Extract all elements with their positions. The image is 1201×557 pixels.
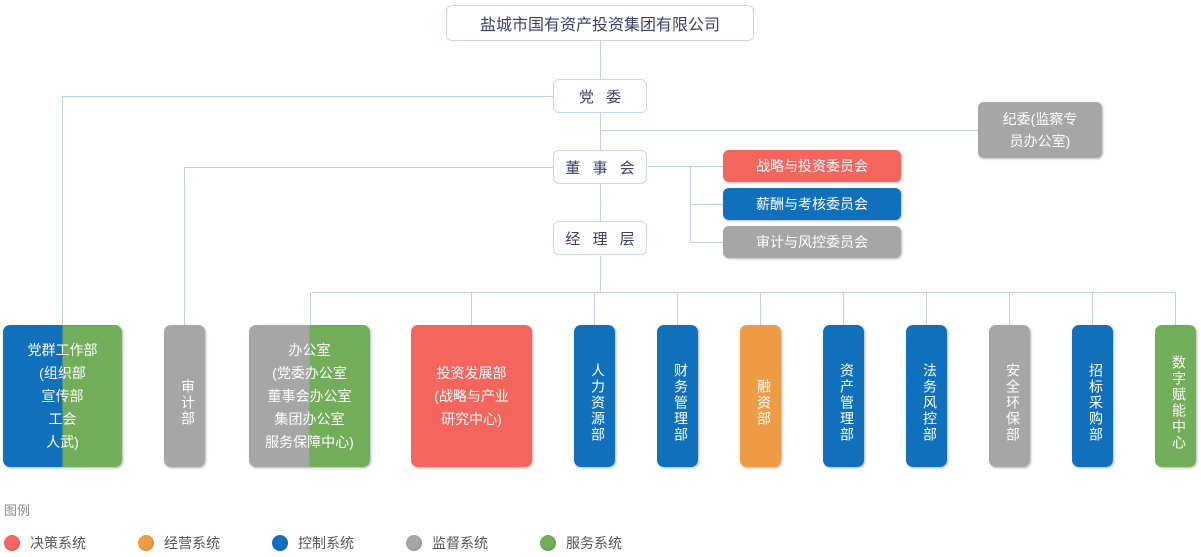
department-box-6[interactable]: 融资部	[740, 325, 781, 467]
department-color-fill	[164, 325, 205, 467]
legend-item-label: 监督系统	[432, 535, 488, 551]
department-label: 资产管理部	[839, 363, 855, 443]
department-color-fill	[823, 325, 864, 467]
legend-item-label: 决策系统	[30, 535, 86, 551]
department-color-fill	[411, 325, 532, 467]
department-box-0[interactable]: 党群工作部 (组织部 宣传部 工会 人武)	[3, 325, 122, 467]
department-box-1[interactable]: 审计部	[164, 325, 205, 467]
department-color-fill	[3, 325, 122, 467]
department-box-10[interactable]: 招标采购部	[1072, 325, 1113, 467]
legend-item-label: 服务系统	[566, 535, 622, 551]
legend-item-0[interactable]: 决策系统	[4, 533, 86, 553]
department-box-9[interactable]: 安全环保部	[989, 325, 1030, 467]
legend: 决策系统 经营系统 控制系统 监督系统 服务系统	[4, 533, 674, 553]
department-label: 财务管理部	[673, 363, 689, 443]
department-label: 人力资源部	[590, 363, 606, 443]
department-color-fill	[1072, 325, 1113, 467]
legend-item-label: 经营系统	[164, 535, 220, 551]
department-color-fill	[906, 325, 947, 467]
department-box-5[interactable]: 财务管理部	[657, 325, 698, 467]
committee-compensation-assessment[interactable]: 薪酬与考核委员会	[723, 188, 901, 220]
node-discipline-label: 纪委(监察专 员办公室)	[1002, 111, 1078, 149]
legend-item-4[interactable]: 服务系统	[540, 533, 622, 553]
node-discipline-inspection-commission[interactable]: 纪委(监察专 员办公室)	[978, 102, 1102, 158]
legend-item-1[interactable]: 经营系统	[138, 533, 220, 553]
department-color-fill	[1155, 325, 1196, 467]
legend-item-3[interactable]: 监督系统	[406, 533, 488, 553]
department-label: 投资发展部 (战略与产业 研究中心)	[434, 364, 509, 427]
department-label: 融资部	[756, 379, 772, 427]
legend-color-dot-icon	[272, 535, 288, 551]
department-color-fill	[740, 325, 781, 467]
department-box-4[interactable]: 人力资源部	[574, 325, 615, 467]
department-label: 办公室 (党委办公室 董事会办公室 集团办公室 服务保障中心)	[265, 341, 354, 450]
legend-color-dot-icon	[4, 535, 20, 551]
legend-title: 图例	[4, 503, 31, 518]
department-label: 安全环保部	[1005, 363, 1021, 443]
node-management-layer[interactable]: 经 理 层	[553, 221, 647, 255]
legend-color-dot-icon	[406, 535, 422, 551]
legend-item-label: 控制系统	[298, 535, 354, 551]
department-box-11[interactable]: 数字赋能中心	[1155, 325, 1196, 467]
legend-color-dot-icon	[540, 535, 556, 551]
legend-item-2[interactable]: 控制系统	[272, 533, 354, 553]
department-color-fill	[657, 325, 698, 467]
department-box-2[interactable]: 办公室 (党委办公室 董事会办公室 集团办公室 服务保障中心)	[249, 325, 370, 467]
department-label: 法务风控部	[922, 363, 938, 443]
committee-strategy-investment[interactable]: 战略与投资委员会	[723, 150, 901, 182]
node-party-committee[interactable]: 党 委	[553, 79, 647, 113]
committee-audit-risk-control[interactable]: 审计与风控委员会	[723, 226, 901, 258]
department-box-3[interactable]: 投资发展部 (战略与产业 研究中心)	[411, 325, 532, 467]
department-box-8[interactable]: 法务风控部	[906, 325, 947, 467]
legend-color-dot-icon	[138, 535, 154, 551]
node-board-of-directors[interactable]: 董 事 会	[553, 150, 647, 184]
department-label: 数字赋能中心	[1171, 355, 1187, 451]
company-title-box[interactable]: 盐城市国有资产投资集团有限公司	[446, 5, 754, 41]
department-label: 招标采购部	[1088, 363, 1104, 443]
department-color-fill	[989, 325, 1030, 467]
department-color-fill	[574, 325, 615, 467]
department-color-fill	[249, 325, 370, 467]
department-box-7[interactable]: 资产管理部	[823, 325, 864, 467]
department-label: 审计部	[180, 379, 196, 427]
department-label: 党群工作部 (组织部 宣传部 工会 人武)	[27, 341, 98, 450]
